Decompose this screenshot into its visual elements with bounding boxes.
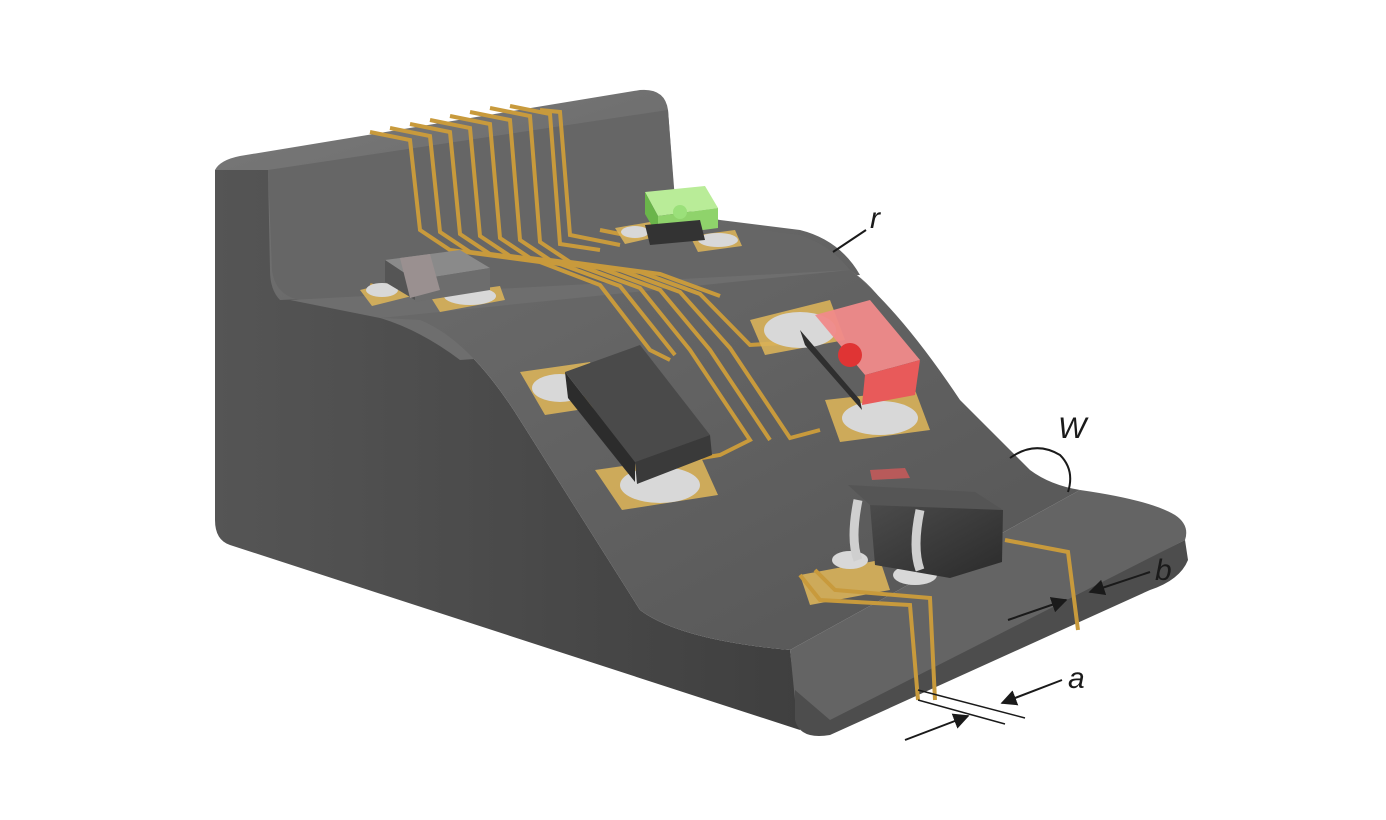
body-left-face [215, 158, 800, 730]
annotation-w: W [1009, 412, 1089, 493]
red-led [800, 300, 920, 410]
smd-component-large [565, 345, 712, 484]
label-b: b [1155, 554, 1172, 587]
label-r: r [870, 202, 881, 235]
conductor-traces [369, 104, 831, 462]
annotation-r: r [832, 202, 881, 253]
label-w: W [1058, 412, 1089, 445]
body-bottom-plateau [790, 490, 1187, 726]
green-led [645, 186, 718, 245]
sot-transistor [848, 468, 1003, 578]
bottom-traces [798, 538, 1080, 701]
annotation-b: b [1007, 554, 1172, 621]
smd-resistor-small [385, 250, 490, 302]
label-a: a [1068, 662, 1085, 695]
annotation-a: a [904, 662, 1085, 741]
